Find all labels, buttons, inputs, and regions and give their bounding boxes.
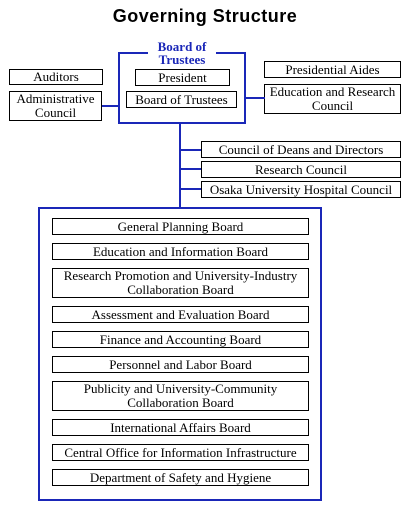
board-item: Central Office for Information Infrastru…: [52, 444, 309, 461]
research-council-box: Research Council: [201, 161, 401, 178]
connector-edu-research: [245, 97, 265, 99]
board-item: Research Promotion and University-Indust…: [52, 268, 309, 298]
board-item: Personnel and Labor Board: [52, 356, 309, 373]
council-deans-directors-box: Council of Deans and Directors: [201, 141, 401, 158]
presidential-aides-box: Presidential Aides: [264, 61, 401, 78]
auditors-box: Auditors: [9, 69, 103, 85]
hospital-council-box: Osaka University Hospital Council: [201, 181, 401, 198]
education-research-council-box: Education and Research Council: [264, 84, 401, 114]
boards-frame: [38, 207, 322, 501]
connector-council-2: [180, 168, 202, 170]
board-item: Department of Safety and Hygiene: [52, 469, 309, 486]
board-item: International Affairs Board: [52, 419, 309, 436]
board-item: General Planning Board: [52, 218, 309, 235]
president-box: President: [135, 69, 230, 86]
connector-council-3: [180, 188, 202, 190]
connector-admin: [102, 105, 119, 107]
connector-council-1: [180, 149, 202, 151]
board-item: Publicity and University-Community Colla…: [52, 381, 309, 411]
page-title: Governing Structure: [112, 6, 298, 26]
board-item: Education and Information Board: [52, 243, 309, 260]
board-item: Finance and Accounting Board: [52, 331, 309, 348]
board-of-trustees-label: Board of Trustees: [148, 40, 216, 66]
connector-trunk: [179, 124, 181, 208]
board-item: Assessment and Evaluation Board: [52, 306, 309, 323]
administrative-council-box: Administrative Council: [9, 91, 102, 121]
board-of-trustees-box: Board of Trustees: [126, 91, 237, 108]
